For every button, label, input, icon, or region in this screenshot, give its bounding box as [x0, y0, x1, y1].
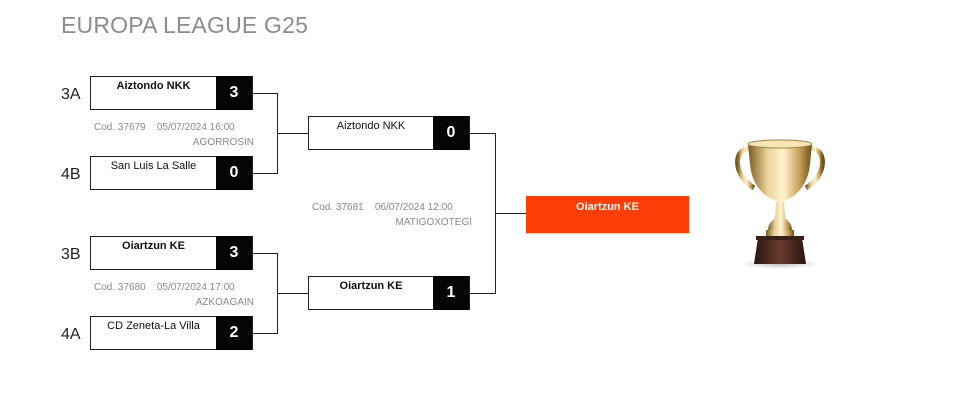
seed-label: 3A [61, 86, 81, 103]
match-info-final: Cod. 37681 06/07/2024 12:00 MATIGOXOTEGI [312, 200, 472, 230]
team-slot-final-top[interactable]: Aiztondo NKK 0 [308, 116, 470, 150]
match-code: Cod. 37681 [312, 202, 364, 213]
team-name: Aiztondo NKK [336, 120, 406, 132]
match-datetime: 05/07/2024 17:00 [156, 282, 235, 293]
team-score: 3 [216, 236, 252, 270]
champion-slot[interactable]: Oiartzun KE [526, 196, 689, 233]
team-slot-sf1-bottom[interactable]: San Luis La Salle 0 [90, 156, 253, 190]
match-datetime: 05/07/2024 16:00 [156, 122, 235, 133]
bracket-connector [277, 293, 308, 294]
match-code: Cod. 37679 [94, 122, 146, 133]
bracket-connector [495, 213, 526, 214]
team-name: Aiztondo NKK [116, 80, 191, 92]
team-score: 0 [433, 116, 469, 150]
team-score: 0 [216, 156, 252, 190]
team-slot-sf1-top[interactable]: Aiztondo NKK 3 [90, 76, 253, 110]
bracket-connector [470, 133, 496, 134]
seed-label: 4A [61, 326, 81, 343]
match-venue: AZKOAGAIN [195, 297, 254, 308]
bracket-connector [253, 253, 278, 254]
match-venue: MATIGOXOTEGI [395, 217, 472, 228]
team-slot-final-bottom[interactable]: Oiartzun KE 1 [308, 276, 470, 310]
match-code: Cod. 37680 [94, 282, 146, 293]
match-venue: AGORROSIN [192, 137, 254, 148]
match-info-sf1: Cod. 37679 05/07/2024 16:00 AGORROSIN [94, 120, 254, 150]
match-info-sf2: Cod. 37680 05/07/2024 17:00 AZKOAGAIN [94, 280, 254, 310]
team-slot-sf2-bottom[interactable]: CD Zeneta-La Villa 2 [90, 316, 253, 350]
match-datetime: 06/07/2024 12:00 [374, 202, 453, 213]
team-name: Oiartzun KE [122, 240, 185, 252]
bracket-connector [253, 173, 278, 174]
seed-label: 4B [61, 166, 81, 183]
page-title: EUROPA LEAGUE G25 [61, 12, 309, 38]
bracket-connector [277, 133, 308, 134]
bracket-connector [253, 93, 278, 94]
bracket-connector [470, 293, 496, 294]
bracket-connector [253, 333, 278, 334]
team-name: San Luis La Salle [110, 160, 197, 172]
team-slot-sf2-top[interactable]: Oiartzun KE 3 [90, 236, 253, 270]
trophy-icon [735, 139, 825, 269]
seed-label: 3B [61, 246, 81, 263]
team-score: 2 [216, 316, 252, 350]
team-score: 3 [216, 76, 252, 110]
team-name: CD Zeneta-La Villa [107, 320, 200, 332]
team-score: 1 [433, 276, 469, 310]
team-name: Oiartzun KE [339, 280, 403, 292]
